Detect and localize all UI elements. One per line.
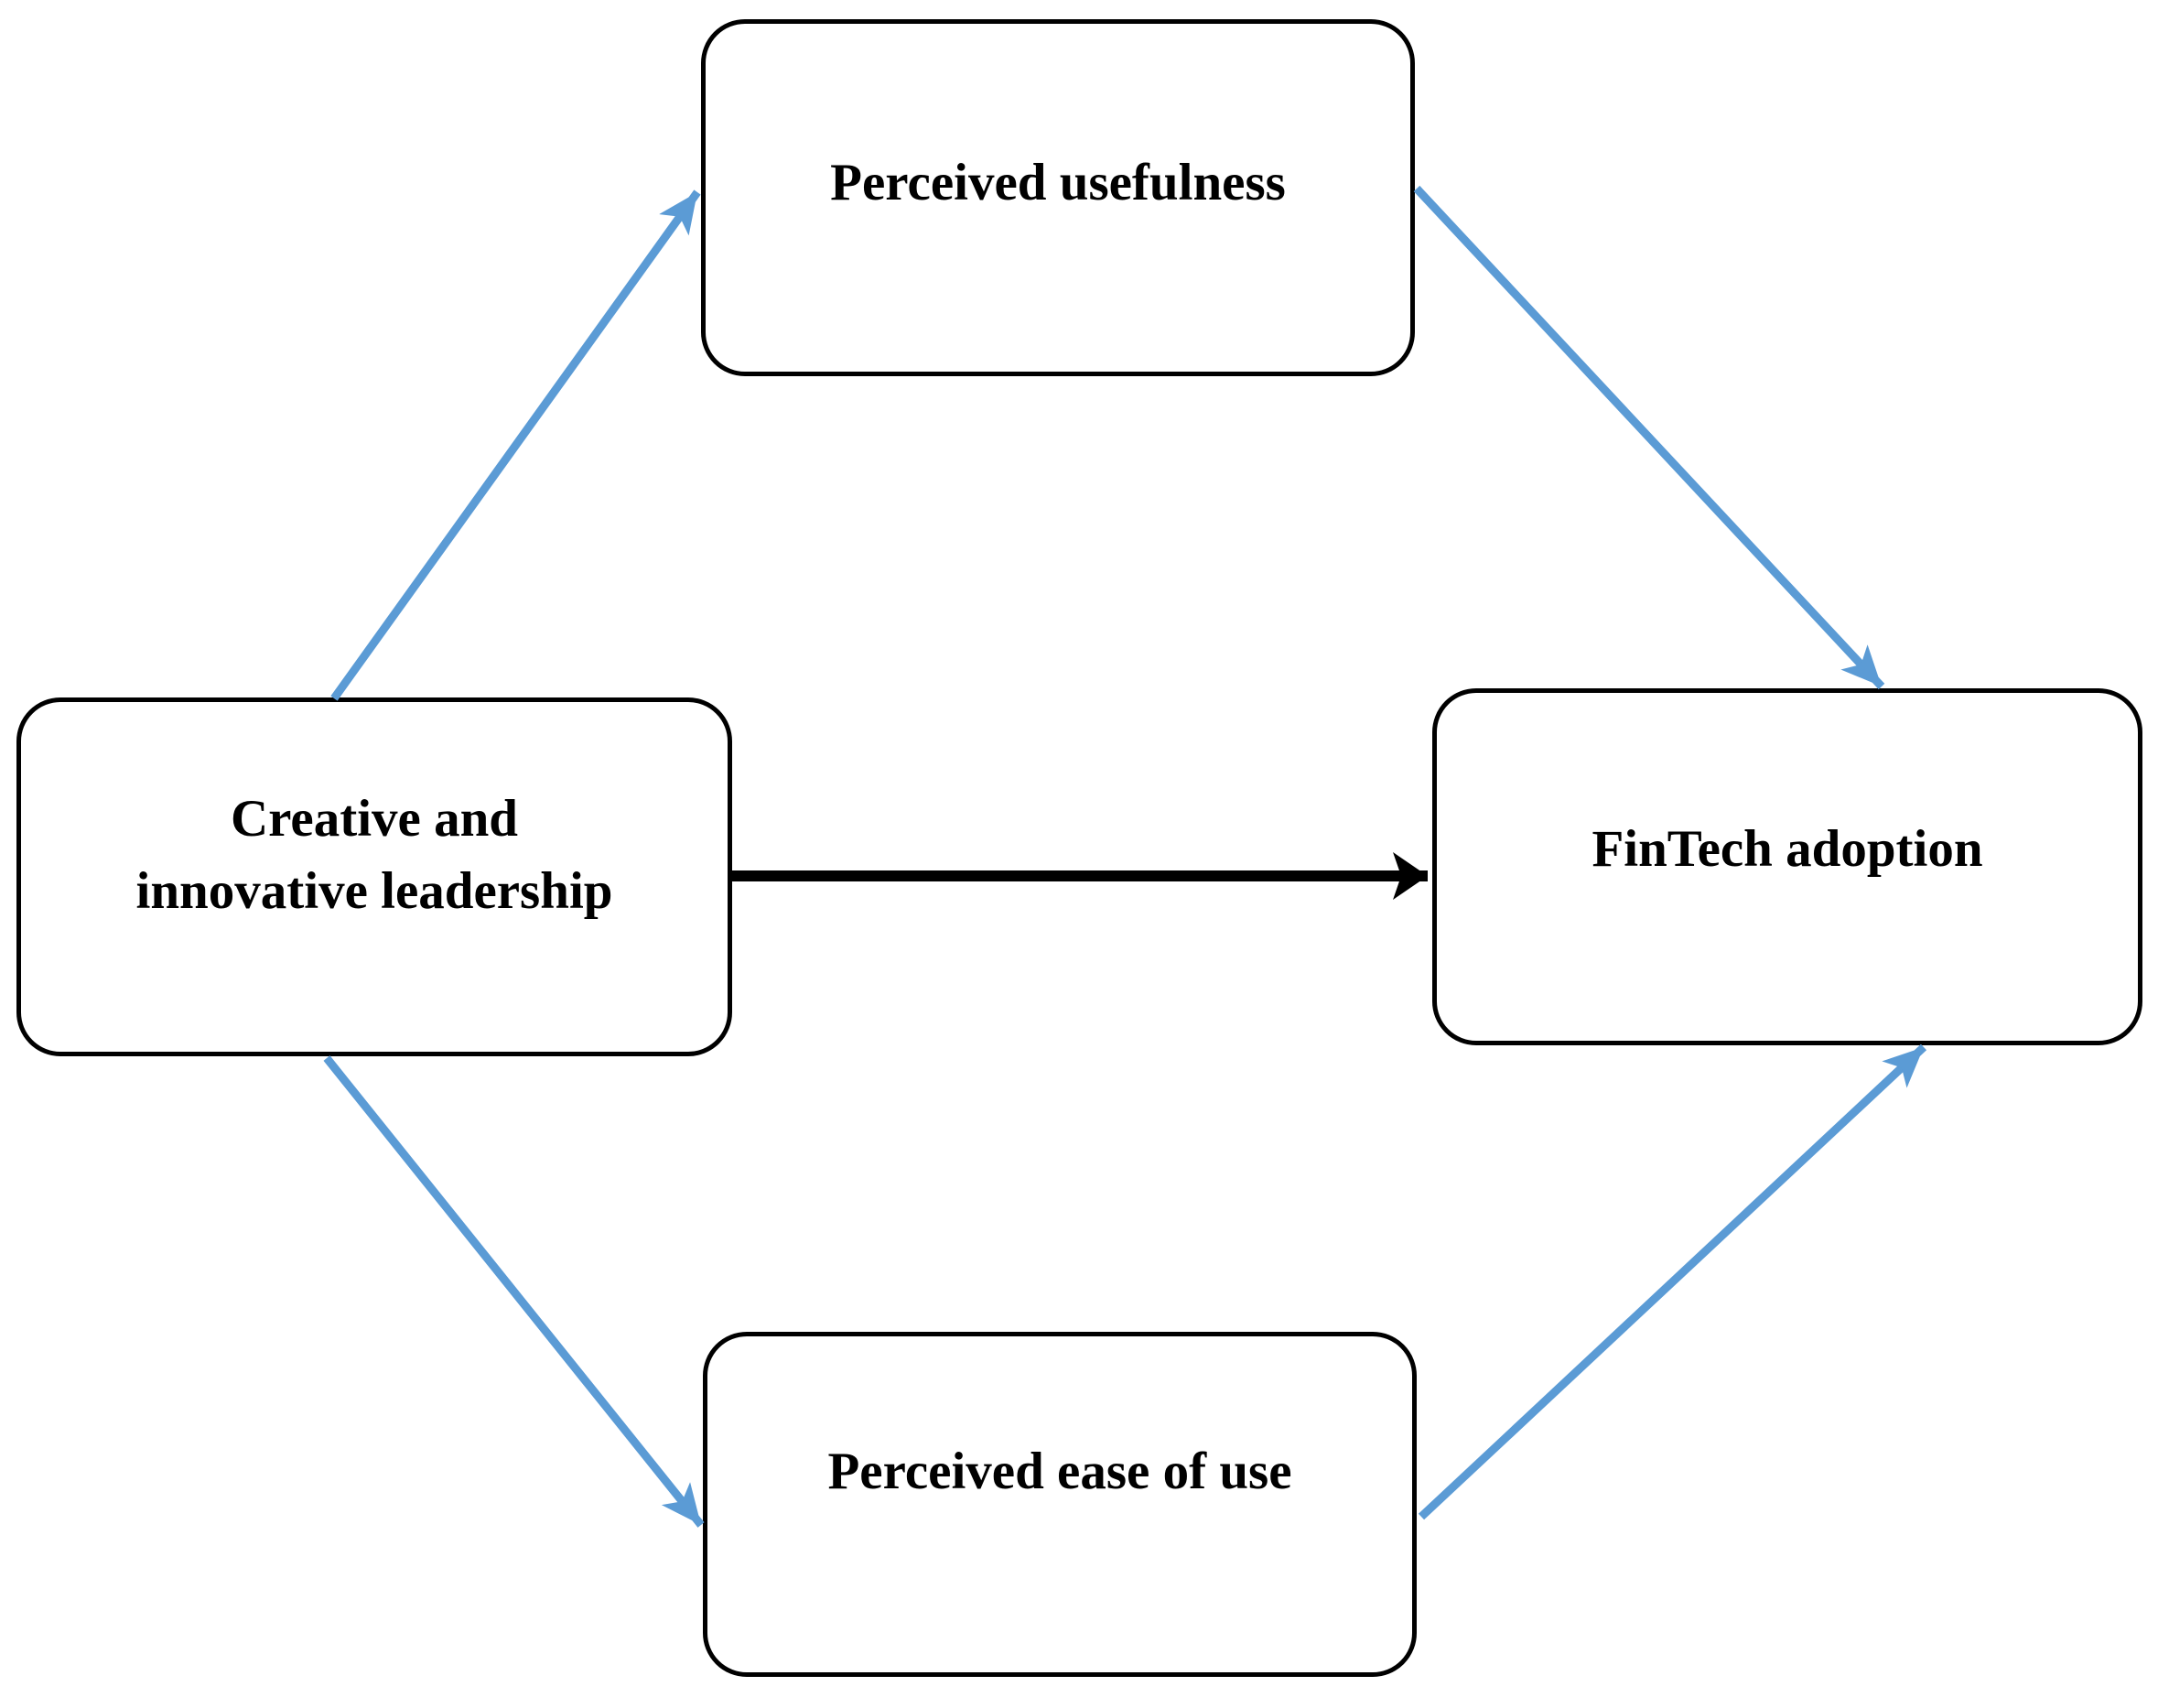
node-perceived-usefulness-label: Perceived usefulness [830, 153, 1286, 211]
edge-leadership-to-easeofuse-arrow [323, 1055, 705, 1528]
edge-easeofuse-to-fintech-arrow [1418, 1043, 1927, 1520]
node-creative-innovative-leadership: Creative and innovative leadership [16, 697, 732, 1056]
edge-leadership-to-usefulness-arrow [330, 189, 701, 701]
node-perceived-usefulness: Perceived usefulness [701, 19, 1415, 376]
node-fintech-adoption-label: FinTech adoption [1592, 819, 1983, 878]
node-perceived-ease-of-use: Perceived ease of use [703, 1332, 1417, 1677]
node-perceived-ease-of-use-label: Perceived ease of use [827, 1443, 1292, 1501]
node-fintech-adoption: FinTech adoption [1432, 688, 2142, 1045]
node-creative-innovative-leadership-label: Creative and innovative leadership [135, 790, 613, 920]
edge-usefulness-to-fintech-arrow [1413, 185, 1885, 690]
